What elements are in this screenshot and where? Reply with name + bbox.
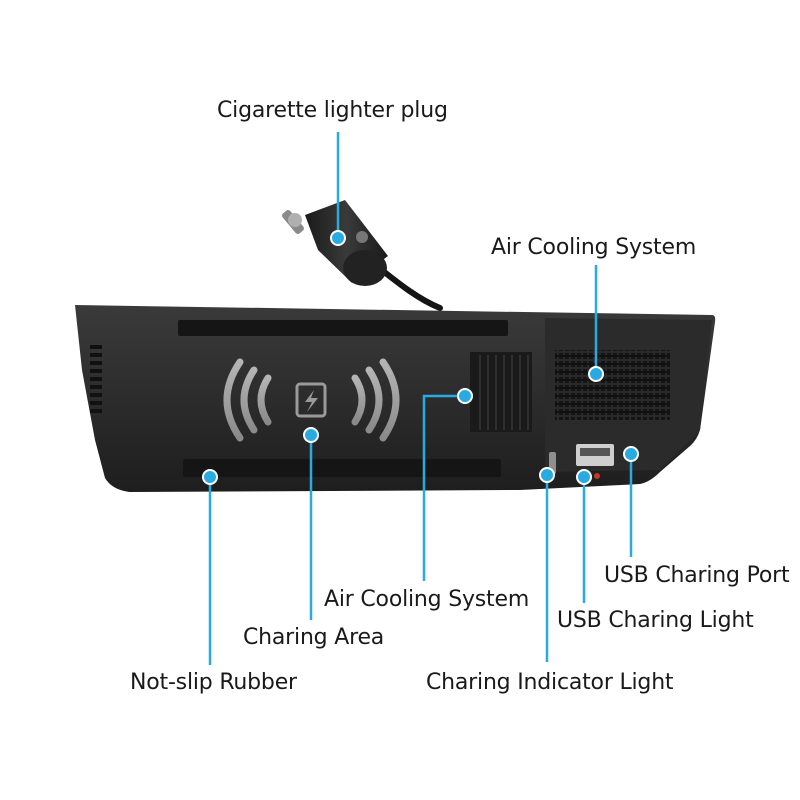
label-charging-area: Charing Area bbox=[243, 625, 385, 650]
usb-charging-led bbox=[594, 473, 600, 479]
callout-dot-rubber bbox=[202, 469, 218, 485]
callout-dots bbox=[202, 230, 639, 485]
callout-dot-indicator bbox=[539, 467, 555, 483]
label-cigarette-lighter-plug: Cigarette lighter plug bbox=[217, 98, 448, 123]
callout-lines bbox=[208, 132, 633, 665]
callout-dot-usb-light bbox=[576, 469, 592, 485]
label-charging-indicator-light: Charing Indicator Light bbox=[426, 670, 674, 695]
wireless-waves-icon bbox=[223, 358, 400, 442]
left-side-vents bbox=[90, 345, 102, 413]
lightning-bolt-icon bbox=[295, 382, 327, 418]
top-grille-lines bbox=[555, 355, 670, 413]
label-usb-charging-light: USB Charing Light bbox=[557, 608, 754, 633]
charger-body bbox=[75, 305, 716, 492]
callout-dot-air-middle bbox=[457, 388, 473, 404]
middle-vent-fins bbox=[479, 355, 529, 430]
top-rubber-strip bbox=[178, 320, 508, 336]
non-slip-rubber-strip bbox=[183, 459, 501, 477]
label-non-slip-rubber: Not-slip Rubber bbox=[130, 670, 297, 695]
callout-dot-air-top bbox=[588, 366, 604, 382]
label-air-cooling-system-middle: Air Cooling System bbox=[324, 587, 530, 612]
label-air-cooling-system-top: Air Cooling System bbox=[491, 235, 697, 260]
callout-dot-charging-area bbox=[303, 427, 319, 443]
cigarette-lighter-plug bbox=[282, 200, 388, 286]
label-usb-charging-port: USB Charing Port bbox=[604, 563, 790, 588]
callout-dot-plug bbox=[330, 230, 346, 246]
air-cooling-grille-top bbox=[555, 350, 670, 420]
callout-dot-usb-port bbox=[623, 446, 639, 462]
